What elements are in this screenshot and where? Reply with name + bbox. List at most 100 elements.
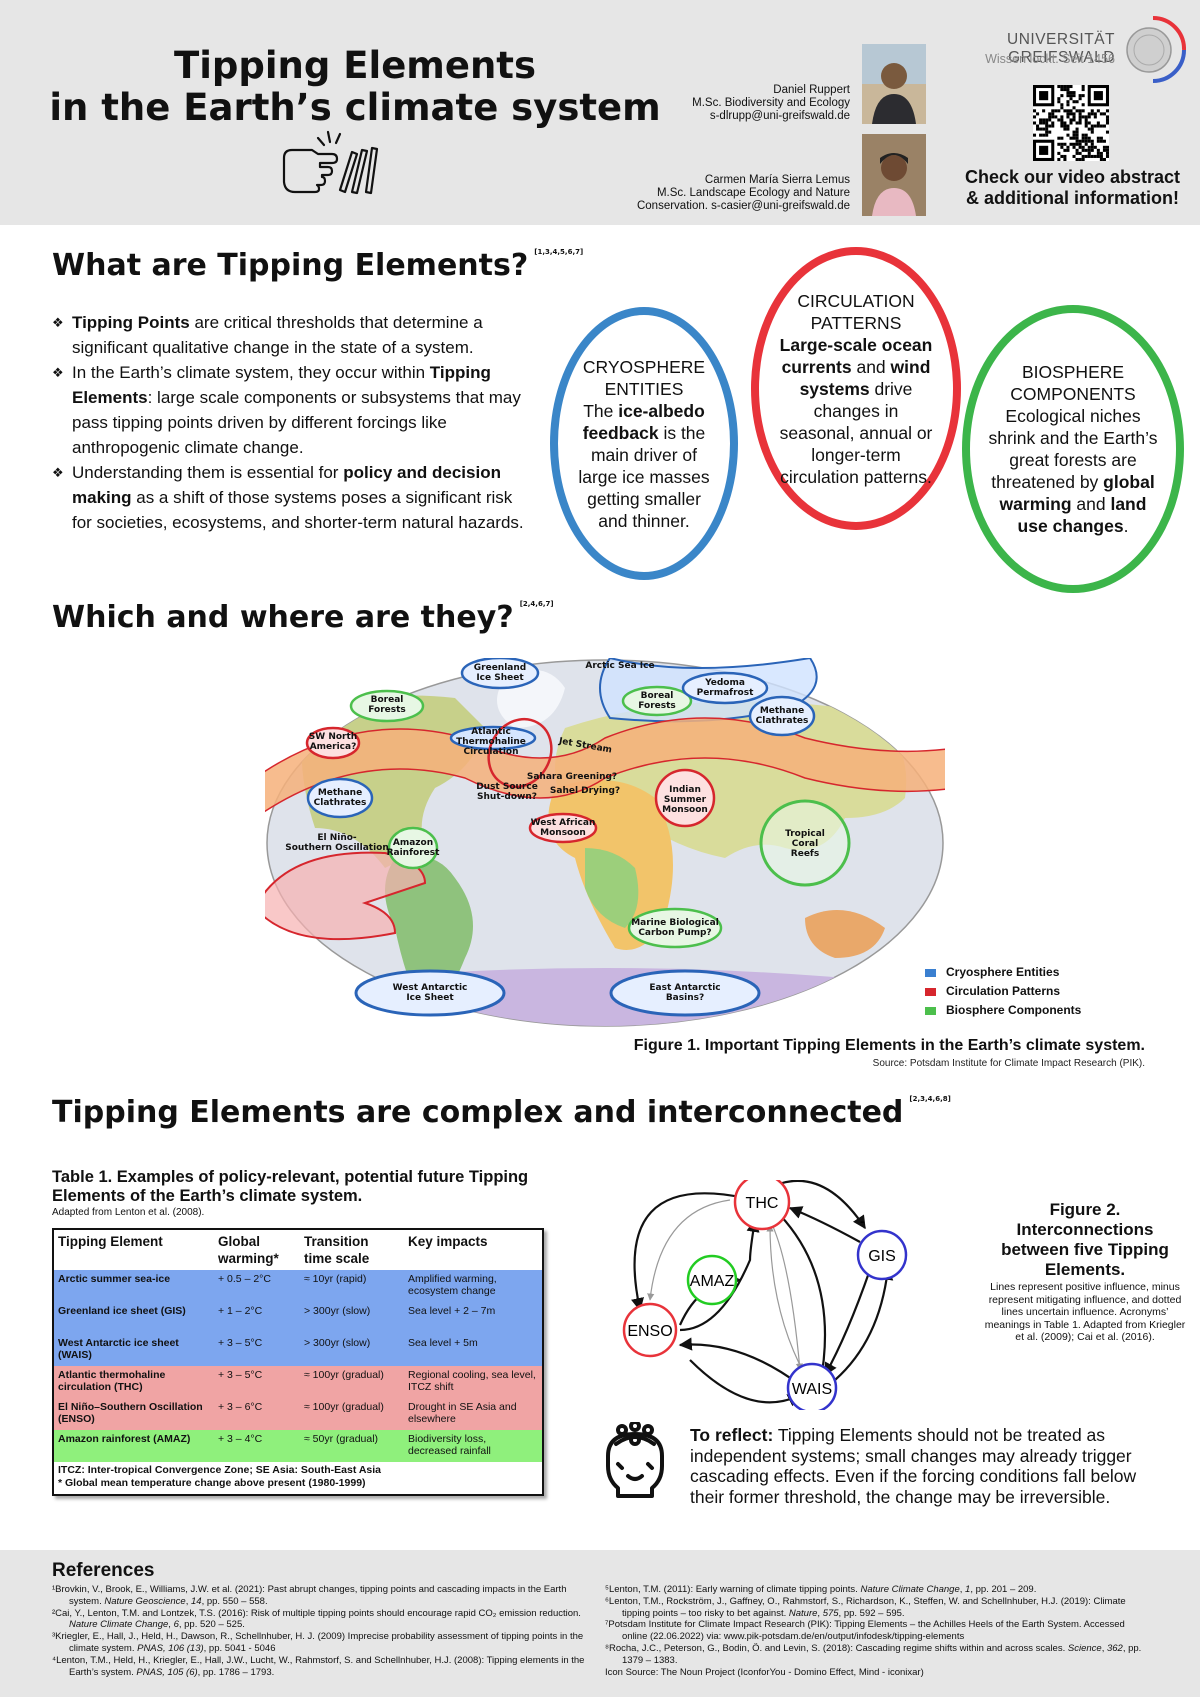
author-2-email[interactable]: Conservation. s-casier@uni-greifswald.de [636, 200, 850, 212]
qr-module [1051, 115, 1055, 119]
table-header-cell: Key impacts [404, 1230, 542, 1270]
qr-module [1096, 148, 1100, 152]
reference-text-part: ²Cai, Y., Lenton, T.M. and Lontzek, T.S.… [52, 1607, 581, 1619]
qr-module [1054, 109, 1058, 113]
section-which-heading-text: Which and where are they? [52, 600, 514, 635]
edge-wais-gis [834, 1266, 894, 1381]
map-label-swna: America? [310, 742, 357, 752]
title-line-1: Tipping Elements [173, 44, 537, 87]
qr-code[interactable] [1033, 85, 1109, 161]
qr-module [1063, 124, 1067, 128]
qr-module [1039, 133, 1043, 137]
map-jet-stream [265, 717, 945, 813]
oval-text-part: Large-scale ocean currents [779, 334, 933, 377]
qr-module [1099, 157, 1103, 161]
qr-module [1033, 115, 1037, 119]
bullet-text-part: as a shift of those systems poses a sign… [72, 488, 524, 532]
map-label-sahel: Sahel Drying? [550, 786, 620, 796]
section-which-refs: [2,4,6,7] [519, 600, 554, 608]
map-label-enso: El Niño- [317, 833, 357, 843]
node-amaz [686, 1254, 738, 1306]
table-cell: Sea level + 2 – 7m [408, 1305, 496, 1317]
table-cell: Amazon rainforest (AMAZ) [58, 1433, 191, 1445]
qr-module [1105, 109, 1109, 113]
qr-module [1069, 91, 1073, 95]
map-label-arctic: Arctic Sea Ice [585, 661, 654, 671]
table-header-cell: Tipping Element [54, 1230, 214, 1270]
reference-text-part: ¹Brovkin, V., Brook, E., Williams, J.W. … [52, 1584, 567, 1607]
qr-note: Check our video abstract & additional in… [955, 167, 1190, 209]
qr-note-line-1: Check our video abstract [964, 167, 1181, 187]
qr-module [1081, 88, 1085, 92]
qr-module [1063, 88, 1067, 92]
qr-module [1069, 112, 1073, 116]
qr-module [1036, 112, 1040, 116]
figure-1-caption: Figure 1. Important Tipping Elements in … [633, 1037, 1145, 1054]
reference-text-part: 14 [190, 1595, 202, 1607]
qr-module [1090, 130, 1094, 134]
legend-label: Cryosphere Entities [946, 965, 1060, 979]
qr-module [1045, 118, 1049, 122]
edge-thc-enso [631, 1192, 746, 1312]
qr-module [1063, 127, 1067, 131]
qr-module [1063, 142, 1067, 146]
table-1-note-1: ITCZ: Inter-tropical Convergence Zone; S… [58, 1464, 382, 1476]
qr-module [1045, 124, 1049, 128]
reference-text-part: , pp. 592 – 595. [838, 1607, 905, 1619]
bullet-text-part: Tipping Elements [72, 363, 491, 407]
author-2-photo [862, 134, 926, 216]
qr-module [1069, 85, 1073, 89]
qr-module [1060, 88, 1064, 92]
qr-module [1099, 124, 1103, 128]
qr-module [1081, 148, 1085, 152]
table-cell: Regional cooling, sea level, ITCZ shift [408, 1369, 536, 1393]
bullet-text-part: Tipping Points [72, 313, 190, 332]
qr-module [1057, 118, 1061, 122]
reference-text-part: , pp. 1379 – 1383. [622, 1642, 1142, 1666]
qr-module [1078, 97, 1082, 101]
reference-text-part: 362 [1106, 1642, 1123, 1654]
qr-module [1048, 130, 1052, 134]
reference-text-part: ⁵Lenton, T.M. (2011): Early warning of c… [605, 1584, 861, 1595]
table-header-cell: Transition time scale [300, 1230, 404, 1270]
qr-module [1084, 118, 1088, 122]
qr-module [1087, 112, 1091, 116]
table-cell: ≈ 100yr (gradual) [304, 1401, 384, 1413]
qr-module [1033, 133, 1037, 137]
qr-module [1084, 121, 1088, 125]
bullet-text-part: : large scale components or subsystems t… [72, 388, 521, 457]
map-label-methane1: Clathrates [756, 716, 809, 726]
qr-module [1066, 133, 1070, 137]
qr-module [1069, 118, 1073, 122]
oval-text-part: The [583, 400, 619, 421]
qr-module [1078, 112, 1082, 116]
qr-module [1105, 115, 1109, 119]
qr-module [1066, 94, 1070, 98]
author-1-program: M.Sc. Biodiversity and Ecology [692, 97, 850, 109]
qr-module [1102, 124, 1106, 128]
node-label-gis: GIS [868, 1248, 896, 1265]
author-1-email[interactable]: s-dlrupp@uni-greifswald.de [709, 110, 850, 122]
qr-module [1075, 142, 1079, 146]
qr-module [1063, 157, 1067, 161]
map-label-yedoma: Permafrost [697, 688, 754, 698]
reference-text-part: , [185, 1595, 191, 1607]
qr-module [1087, 148, 1091, 152]
map-label-marine: Marine Biological [631, 918, 719, 928]
references-left: ¹Brovkin, V., Brook, E., Williams, J.W. … [52, 1584, 600, 1678]
qr-module [1048, 112, 1052, 116]
qr-module [1096, 124, 1100, 128]
qr-module [1057, 100, 1061, 104]
qr-module [1072, 145, 1076, 149]
table-cell: + 3 – 6°C [218, 1401, 263, 1413]
legend-item: Cryosphere Entities [925, 963, 1125, 982]
oval-text-part: and [851, 356, 891, 377]
reference-item: ²Cai, Y., Lenton, T.M. and Lontzek, T.S.… [52, 1608, 600, 1632]
edge-gis-thc [788, 1206, 861, 1243]
bullet-text-part: Understanding them is essential for [72, 463, 344, 482]
poster-header [0, 0, 1200, 225]
qr-module [1042, 121, 1046, 125]
table-cell: ≈ 10yr (rapid) [304, 1273, 367, 1285]
